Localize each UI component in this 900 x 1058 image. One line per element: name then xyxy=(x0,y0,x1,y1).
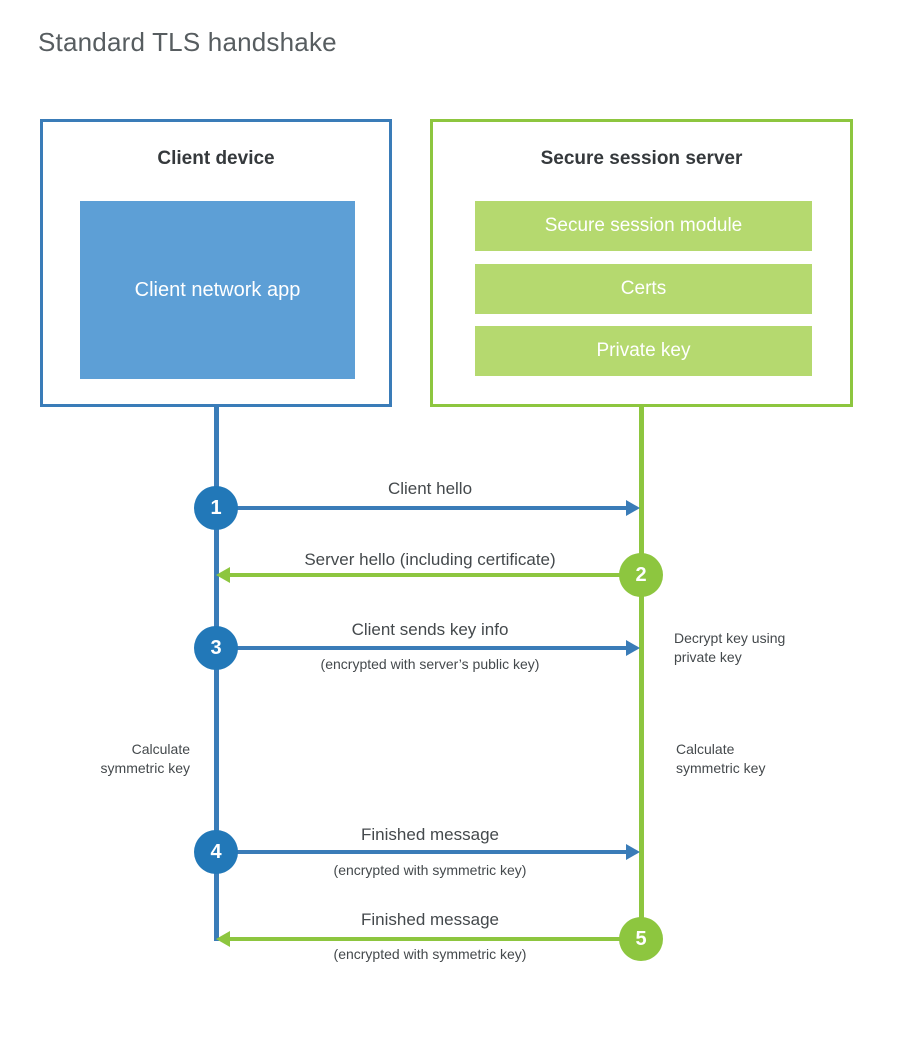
step-1-arrow-head-icon xyxy=(626,500,640,516)
secure-session-server-title: Secure session server xyxy=(540,148,743,169)
step-3-label: Client sends key info xyxy=(351,620,509,639)
step-4-label: Finished message xyxy=(361,825,499,844)
step-marker-5: 5 xyxy=(619,917,663,961)
step-2-arrow-head-icon xyxy=(216,567,230,583)
step-5-arrow-line xyxy=(230,937,628,941)
private-key-block: Private key xyxy=(475,326,812,376)
step-3-sublabel: (encrypted with server’s public key) xyxy=(320,656,540,672)
client-network-app-block: Client network app xyxy=(80,201,355,379)
step-5-label: Finished message xyxy=(361,910,499,929)
step-5-arrow-head-icon xyxy=(216,931,230,947)
step-marker-4: 4 xyxy=(194,830,238,874)
step-1-arrow-line xyxy=(216,506,626,510)
step-4-sublabel: (encrypted with symmetric key) xyxy=(333,862,527,878)
step-marker-2: 2 xyxy=(619,553,663,597)
step-marker-3: 3 xyxy=(194,626,238,670)
calculate-symmetric-key-client-annotation: Calculate symmetric key xyxy=(100,741,190,776)
calculate-symmetric-key-server-annotation: Calculate symmetric key xyxy=(676,741,766,776)
decrypt-key-annotation: Decrypt key using private key xyxy=(674,630,786,665)
step-4-arrow-line xyxy=(216,850,626,854)
step-2-arrow-line xyxy=(230,573,628,577)
step-marker-1: 1 xyxy=(194,486,238,530)
step-1-label: Client hello xyxy=(387,479,473,498)
step-3-arrow-head-icon xyxy=(626,640,640,656)
step-4-arrow-head-icon xyxy=(626,844,640,860)
client-lifeline xyxy=(214,404,219,941)
client-device-title: Client device xyxy=(157,148,275,169)
step-5-sublabel: (encrypted with symmetric key) xyxy=(333,946,527,962)
page-title: Standard TLS handshake xyxy=(38,27,337,57)
server-lifeline xyxy=(639,404,644,941)
secure-session-server-box: Secure session server Secure session mod… xyxy=(430,119,853,407)
step-3-arrow-line xyxy=(216,646,626,650)
secure-session-module-block: Secure session module xyxy=(475,201,812,251)
client-device-box: Client device Client network app xyxy=(40,119,392,407)
step-2-label: Server hello (including certificate) xyxy=(304,550,556,569)
certs-block: Certs xyxy=(475,264,812,314)
